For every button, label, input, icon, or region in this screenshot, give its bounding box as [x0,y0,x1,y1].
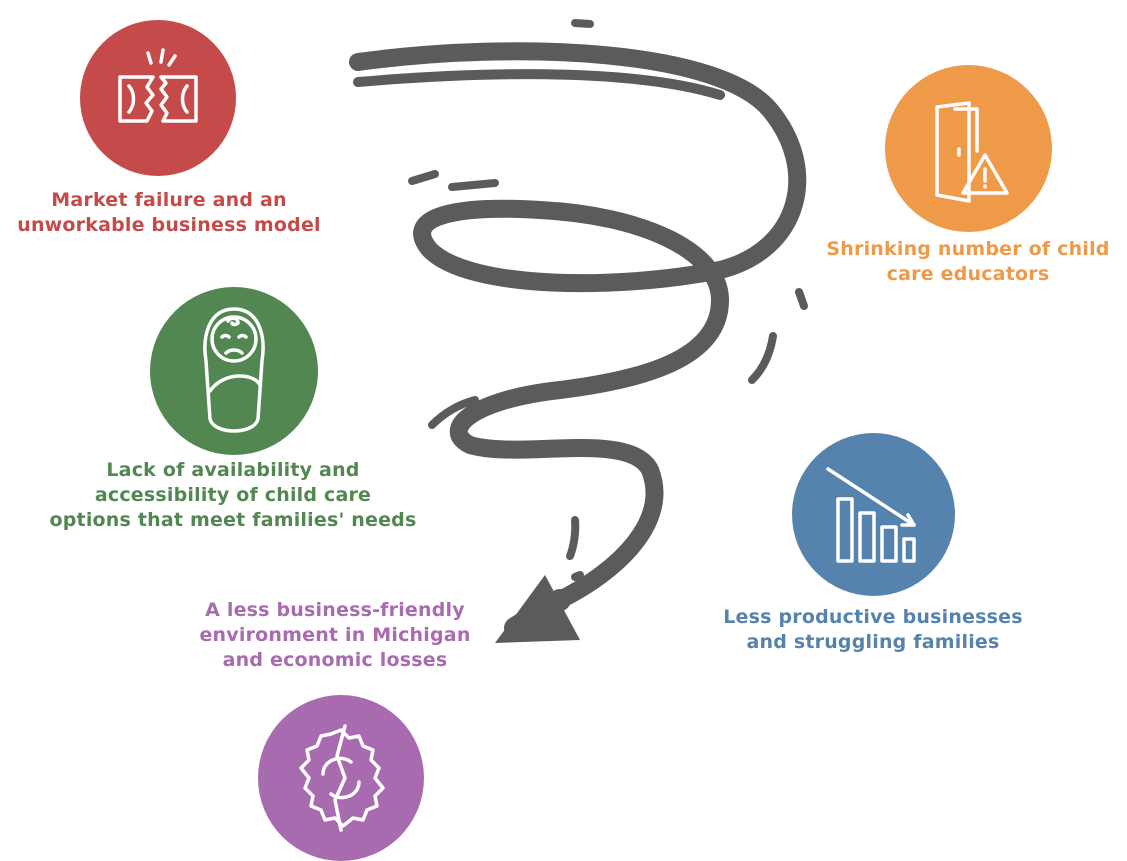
availability-line-1: Lack of availability and [106,459,360,481]
broken-money-icon [118,48,198,123]
accent-dash-3 [448,179,499,191]
business-line-3: and economic losses [222,649,448,671]
door-warning-icon [934,100,1009,203]
market-failure-line-2: unworkable business model [17,214,321,236]
availability-label: Lack of availability and accessibility o… [0,458,466,533]
accent-dash-5 [748,332,777,384]
educators-circle [885,65,1052,232]
accent-dash-7 [566,516,580,560]
market-failure-line-1: Market failure and an [51,189,287,211]
productive-label: Less productive businesses and strugglin… [718,605,1028,655]
business-circle [258,695,424,861]
educators-line-2: care educators [886,263,1050,285]
market-failure-circle [80,20,236,176]
accent-dash-8 [571,571,584,581]
broken-gear-icon [299,724,385,832]
educators-label: Shrinking number of child care educators [818,237,1118,287]
accent-dash-4 [795,288,808,310]
productive-line-1: Less productive businesses [723,606,1023,628]
spiral-stroke-top [349,42,807,399]
business-line-1: A less business-friendly [205,599,465,621]
spiral-arrow-head [495,575,580,643]
productive-line-2: and struggling families [746,631,1000,653]
sad-baby-icon [203,307,265,433]
market-failure-label: Market failure and an unworkable busines… [0,188,338,238]
availability-circle [150,287,318,455]
availability-line-2: accessibility of child care [94,484,372,506]
declining-chart-icon [825,466,916,563]
accent-dash-1 [571,19,594,28]
availability-line-3: options that meet families' needs [49,509,417,531]
business-label: A less business-friendly environment in … [180,598,490,673]
spiral-stroke-middle [449,381,664,609]
business-line-2: environment in Michigan [199,624,471,646]
educators-line-1: Shrinking number of child [826,238,1110,260]
accent-dash-6 [428,396,479,429]
productive-circle [792,433,955,596]
spiral-stroke-top-accent [353,69,725,100]
accent-dash-2 [408,170,439,185]
